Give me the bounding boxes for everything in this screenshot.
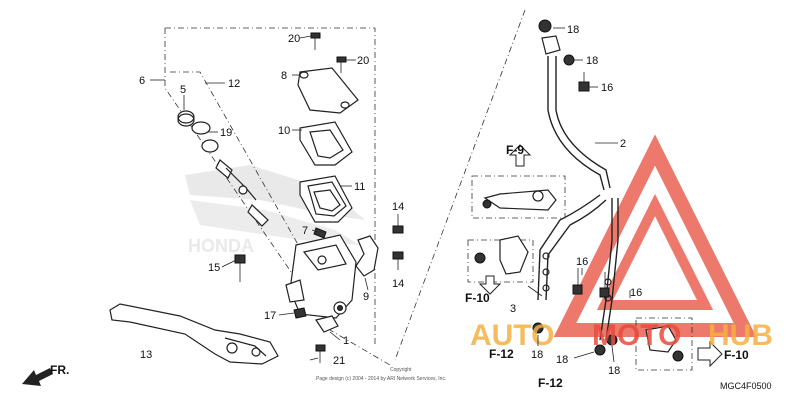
callout-14-lower: 14 <box>392 278 404 290</box>
callout-11: 11 <box>354 181 365 193</box>
callout-16-mid-right: 16 <box>630 287 642 299</box>
callout-20-top: 20 <box>288 33 300 45</box>
callout-16-top: 16 <box>601 82 613 94</box>
copyright-line: Page design (c) 2004 - 2014 by ARI Netwo… <box>316 376 446 382</box>
holder-9 <box>355 235 379 277</box>
screw-20-top <box>310 32 321 50</box>
callout-12: 12 <box>228 78 240 90</box>
bolt-14-upper <box>392 214 404 234</box>
pin-7 <box>313 227 327 239</box>
watermark-text-b: MOTO <box>592 319 681 352</box>
callout-7: 7 <box>302 225 308 237</box>
callout-2: 2 <box>620 138 626 150</box>
frame-ref-f12-lower: F-12 <box>538 376 563 390</box>
assembly-outline-left <box>164 28 391 366</box>
washer-18-lower-right <box>606 334 618 346</box>
diagram-code: MGC4F0500 <box>720 381 772 391</box>
callout-1: 1 <box>343 335 349 347</box>
frame-ref-f12-upper: F-12 <box>489 347 514 361</box>
screw-20-right <box>336 56 347 73</box>
callout-9: 9 <box>363 291 369 303</box>
watermark-text-a: AUTO <box>470 319 554 352</box>
detail-f10-right <box>635 317 723 371</box>
detail-f9-clamp <box>471 144 566 219</box>
washer-18-lower-mid <box>594 344 606 356</box>
switch-1 <box>315 315 339 333</box>
callout-14-upper: 14 <box>392 201 404 213</box>
brake-lever <box>109 303 279 365</box>
callout-18-lower-right: 18 <box>608 365 620 377</box>
copyright-tiny: Copyright <box>390 367 412 373</box>
washer-18-lower-left <box>532 322 544 334</box>
callout-16-mid-left: 16 <box>576 256 588 268</box>
bolt-16-mid-left <box>572 268 583 295</box>
callout-8: 8 <box>281 70 287 82</box>
callout-18-second: 18 <box>586 55 598 67</box>
hose-routing-line <box>394 9 526 361</box>
reservoir-plate <box>299 121 353 166</box>
bolt-14-lower <box>392 251 404 270</box>
callout-15: 15 <box>208 262 220 274</box>
callout-18-top: 18 <box>567 24 579 36</box>
frame-ref-f10-left: F-10 <box>465 291 490 305</box>
washer-18-top <box>563 54 575 66</box>
piston-set <box>177 110 269 227</box>
callout-13: 13 <box>140 349 152 361</box>
boot-17 <box>293 307 307 319</box>
leader-lines <box>150 27 631 363</box>
callout-18-lower-left: 18 <box>531 349 543 361</box>
master-cylinder-body <box>285 234 357 319</box>
callout-10: 10 <box>278 125 290 137</box>
callout-labels: 20 20 8 6 12 5 19 10 11 7 14 14 9 15 17 … <box>139 24 642 377</box>
callout-6: 6 <box>139 75 145 87</box>
callout-17: 17 <box>264 310 276 322</box>
frame-ref-f10-right: F-10 <box>724 348 749 362</box>
callout-3: 3 <box>510 303 516 315</box>
frame-ref-f9: F-9 <box>506 143 524 157</box>
callout-19: 19 <box>220 127 232 139</box>
subassembly-outline <box>170 71 301 249</box>
screw-15 <box>234 254 246 282</box>
front-direction-label: FR. <box>50 363 69 377</box>
brake-hose <box>537 19 619 341</box>
bolt-16-top <box>578 72 590 92</box>
callout-5: 5 <box>180 84 186 96</box>
callout-18-lower-mid: 18 <box>556 354 568 366</box>
diaphragm <box>299 175 353 223</box>
watermark-text-c: HUB <box>708 319 773 352</box>
watermark-text: AUTO MOTO HUB <box>470 319 773 352</box>
assembly-outline-top <box>165 27 376 345</box>
front-direction-arrow: FR. <box>22 363 69 386</box>
callout-21: 21 <box>333 355 345 367</box>
background-logo-text: HONDA <box>188 236 254 256</box>
screw-21 <box>315 344 326 363</box>
frame-references: F-9 F-10 F-12 F-12 F-10 <box>465 143 749 390</box>
callout-20-right: 20 <box>357 55 369 67</box>
watermark-logo <box>553 134 757 337</box>
bolt-16-mid-right <box>599 272 610 298</box>
detail-f10-left <box>467 235 534 295</box>
